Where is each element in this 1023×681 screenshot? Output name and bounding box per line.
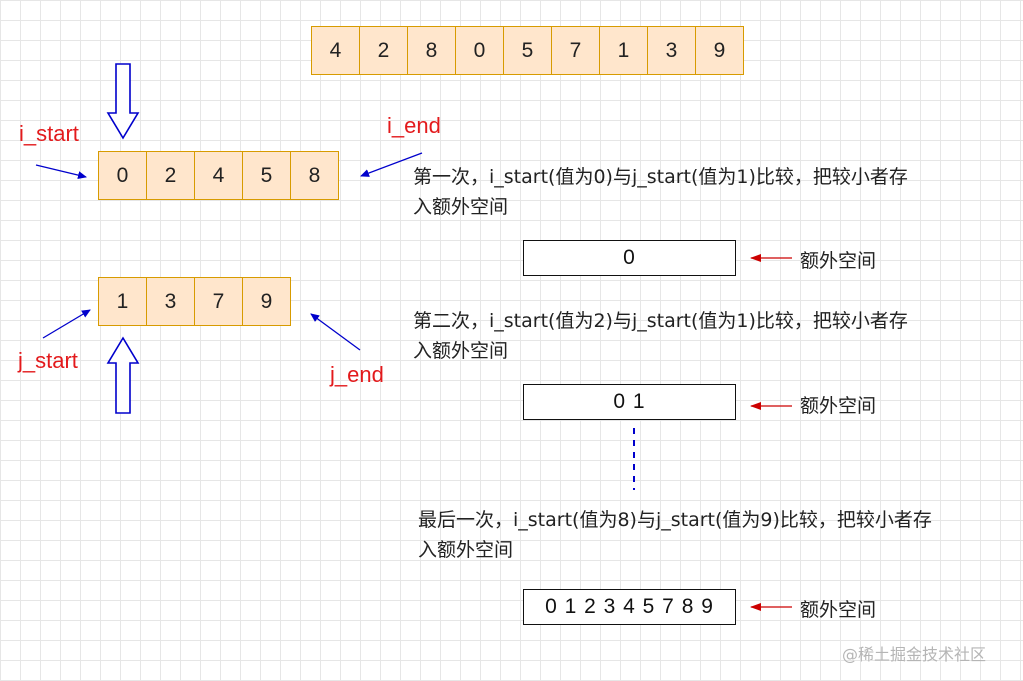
array-cell: 9 bbox=[695, 26, 744, 75]
array-cell: 8 bbox=[290, 151, 339, 200]
array-cell: 2 bbox=[359, 26, 408, 75]
j-end-arrow bbox=[310, 313, 361, 351]
step-2-line-2: 入额外空间 bbox=[413, 340, 509, 362]
array-cell: 0 bbox=[98, 151, 147, 200]
array-cell: 3 bbox=[647, 26, 696, 75]
step-2-text: 第二次，i_start(值为2)与j_start(值为1)比较，把较小者存 入额… bbox=[413, 306, 908, 366]
j-start-label: j_start bbox=[18, 348, 78, 373]
array-cell: 7 bbox=[194, 277, 243, 326]
extra-space-label: 额外空间 bbox=[800, 599, 877, 621]
step-1-line-1: 第一次，i_start(值为0)与j_start(值为1)比较，把较小者存 bbox=[413, 166, 908, 188]
extra-space-box-1: 0 bbox=[523, 240, 736, 276]
i-end-arrow bbox=[360, 152, 423, 177]
array-cell: 4 bbox=[311, 26, 360, 75]
up-arrow-icon bbox=[106, 336, 140, 414]
array-cell: 5 bbox=[503, 26, 552, 75]
i-end-label: i_end bbox=[387, 113, 441, 138]
step-1-text: 第一次，i_start(值为0)与j_start(值为1)比较，把较小者存 入额… bbox=[413, 162, 908, 222]
array-cell: 5 bbox=[242, 151, 291, 200]
step-3-line-1: 最后一次，i_start(值为8)与j_start(值为9)比较，把较小者存 bbox=[418, 509, 932, 531]
array-cell: 4 bbox=[194, 151, 243, 200]
step-3-line-2: 入额外空间 bbox=[418, 539, 514, 561]
watermark: @稀土掘金技术社区 bbox=[842, 645, 987, 664]
array-cell: 9 bbox=[242, 277, 291, 326]
array-cell: 3 bbox=[146, 277, 195, 326]
i-start-label: i_start bbox=[19, 121, 79, 146]
i-start-arrow bbox=[35, 164, 87, 180]
array-cell: 7 bbox=[551, 26, 600, 75]
j-end-label: j_end bbox=[330, 362, 384, 387]
right-array: 1 3 7 9 bbox=[98, 277, 291, 326]
step-3-text: 最后一次，i_start(值为8)与j_start(值为9)比较，把较小者存 入… bbox=[418, 505, 932, 565]
down-arrow-icon bbox=[106, 63, 140, 140]
extra-space-label: 额外空间 bbox=[800, 250, 877, 272]
j-start-arrow bbox=[42, 309, 91, 339]
left-array: 0 2 4 5 8 bbox=[98, 151, 339, 200]
array-cell: 2 bbox=[146, 151, 195, 200]
step-1-line-2: 入额外空间 bbox=[413, 196, 509, 218]
original-array: 4 2 8 0 5 7 1 3 9 bbox=[311, 26, 744, 75]
array-cell: 1 bbox=[599, 26, 648, 75]
extra-space-box-2: 0 1 bbox=[523, 384, 736, 420]
step-2-line-1: 第二次，i_start(值为2)与j_start(值为1)比较，把较小者存 bbox=[413, 310, 908, 332]
extra-space-box-3: 0 1 2 3 4 5 7 8 9 bbox=[523, 589, 736, 625]
extra-space-label: 额外空间 bbox=[800, 395, 877, 417]
